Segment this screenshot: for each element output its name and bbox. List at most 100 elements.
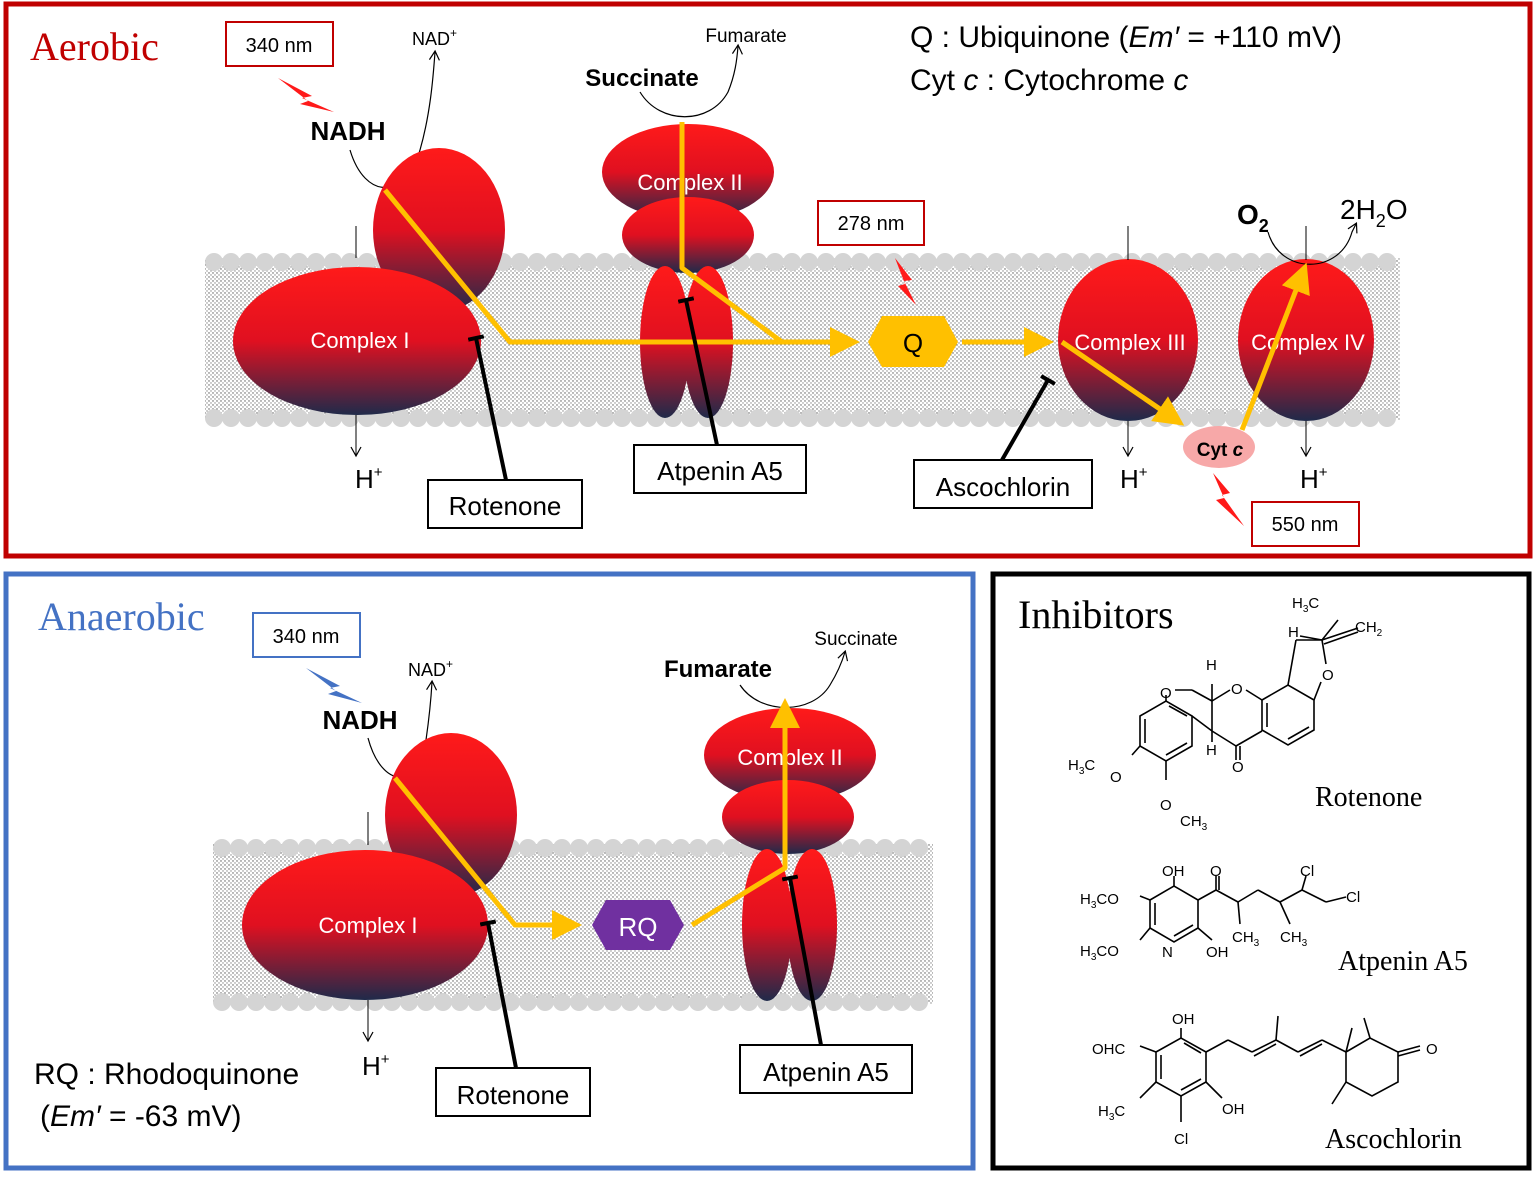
lipid-head <box>596 253 614 271</box>
atpenin-box <box>739 1044 913 1094</box>
lipid-head <box>732 409 750 427</box>
light-bolt-icon <box>895 258 916 305</box>
svg-text:CH3: CH3 <box>1280 929 1308 949</box>
svg-text:H: H <box>1206 657 1217 674</box>
proton-label: H+ <box>362 1051 390 1081</box>
lipid-head <box>1055 253 1073 271</box>
lipid-head <box>1208 253 1226 271</box>
lipid-head <box>1004 253 1022 271</box>
lipid-head <box>1361 253 1379 271</box>
atpenin-structure <box>1139 875 1347 943</box>
lipid-head <box>1378 409 1396 427</box>
electron-flow-aerobic <box>383 122 1310 431</box>
legend-rhodoquinone: RQ : Rhodoquinone <box>34 1058 299 1091</box>
lipid-head <box>715 409 733 427</box>
inhibitors-panel-border <box>990 571 1532 1171</box>
lipid-head <box>621 839 639 857</box>
lipid-head <box>409 409 427 427</box>
light-bolt-icon <box>1213 473 1244 526</box>
lipid-head <box>239 409 257 427</box>
lipid-head <box>1242 253 1260 271</box>
rotenone-atoms: H3C CH2 H H H O O O O O O H3C CH3 <box>1068 595 1383 833</box>
lipid-head <box>613 253 631 271</box>
svg-text:Cl: Cl <box>1174 1131 1188 1148</box>
svg-text:N: N <box>1162 944 1173 961</box>
nadh-wavelength: 340 nm <box>273 626 340 648</box>
lipid-head <box>766 409 784 427</box>
lipid-head <box>1344 409 1362 427</box>
complex-4 <box>1238 259 1374 421</box>
electron-flow-anaerobic <box>393 698 800 940</box>
lipid-head <box>681 409 699 427</box>
lipid-head <box>910 839 928 857</box>
lipid-head <box>613 409 631 427</box>
lipid-head <box>706 839 724 857</box>
lipid-head <box>222 409 240 427</box>
complex-4-label: Complex IV <box>1251 330 1365 355</box>
nadh-label: NADH <box>322 705 397 735</box>
svg-text:O: O <box>1160 685 1172 702</box>
lipid-head <box>307 253 325 271</box>
lipid-head <box>868 253 886 271</box>
atpenin-label: Atpenin A5 <box>763 1057 889 1087</box>
ascochlorin-atoms: OH OHC H3C OH Cl O <box>1092 1011 1438 1148</box>
lipid-head <box>723 993 741 1011</box>
lipid-head <box>604 993 622 1011</box>
ascochlorin-box <box>913 459 1093 509</box>
lipid-head <box>298 839 316 857</box>
svg-text:O: O <box>1210 863 1222 880</box>
ubiquinone-hexagon <box>868 316 958 367</box>
light-bolt-icon <box>306 668 362 703</box>
lipid-head <box>851 409 869 427</box>
svg-text:H: H <box>1288 624 1299 641</box>
lipid-head <box>1191 253 1209 271</box>
lipid-head <box>817 253 835 271</box>
atpenin-label: Atpenin A5 <box>657 456 783 486</box>
lipid-head <box>842 993 860 1011</box>
lipid-head <box>553 993 571 1011</box>
q-wavelength: 278 nm <box>838 213 905 235</box>
svg-text:CH3: CH3 <box>1180 813 1208 833</box>
lipid-head <box>256 253 274 271</box>
lipid-head <box>987 253 1005 271</box>
legend-rhodoquinone-potential: (Em′ = -63 mV) <box>40 1100 242 1133</box>
svg-text:H3C: H3C <box>1068 757 1095 777</box>
lipid-head <box>953 253 971 271</box>
lipid-head <box>587 993 605 1011</box>
legend-ubiquinone: Q : Ubiquinone (Em′ = +110 mV) <box>910 21 1342 54</box>
rotenone-structure-label: Rotenone <box>1315 782 1422 813</box>
lipid-head <box>579 409 597 427</box>
complex-2-right-leg <box>787 849 837 1001</box>
lipid-head <box>800 253 818 271</box>
lipid-head <box>545 409 563 427</box>
proton-label: H+ <box>1300 464 1328 494</box>
lipid-head <box>1259 253 1277 271</box>
lipid-head <box>239 253 257 271</box>
lipid-head <box>970 253 988 271</box>
lipid-head <box>1157 253 1175 271</box>
lipid-head <box>706 993 724 1011</box>
lipid-head <box>205 409 223 427</box>
lipid-head <box>596 409 614 427</box>
lipid-head <box>587 839 605 857</box>
lipid-head <box>443 409 461 427</box>
lipid-head <box>315 993 333 1011</box>
lipid-head <box>562 253 580 271</box>
lipid-head <box>604 839 622 857</box>
lipid-head <box>1038 409 1056 427</box>
lipid-head <box>1072 409 1090 427</box>
nadh-wavelength-box <box>252 612 361 658</box>
nadh-label: NADH <box>310 116 385 146</box>
svg-text:H3C: H3C <box>1292 595 1319 615</box>
lipid-head <box>859 993 877 1011</box>
svg-text:H3C: H3C <box>1098 1103 1125 1123</box>
lipid-head <box>672 993 690 1011</box>
lipid-head <box>536 993 554 1011</box>
lipid-head <box>842 839 860 857</box>
rotenone-label: Rotenone <box>457 1080 570 1110</box>
lipid-head <box>264 839 282 857</box>
svg-text:Cl: Cl <box>1346 889 1360 906</box>
lipid-head <box>281 993 299 1011</box>
q-label: Q <box>903 328 923 358</box>
lipid-head <box>570 839 588 857</box>
